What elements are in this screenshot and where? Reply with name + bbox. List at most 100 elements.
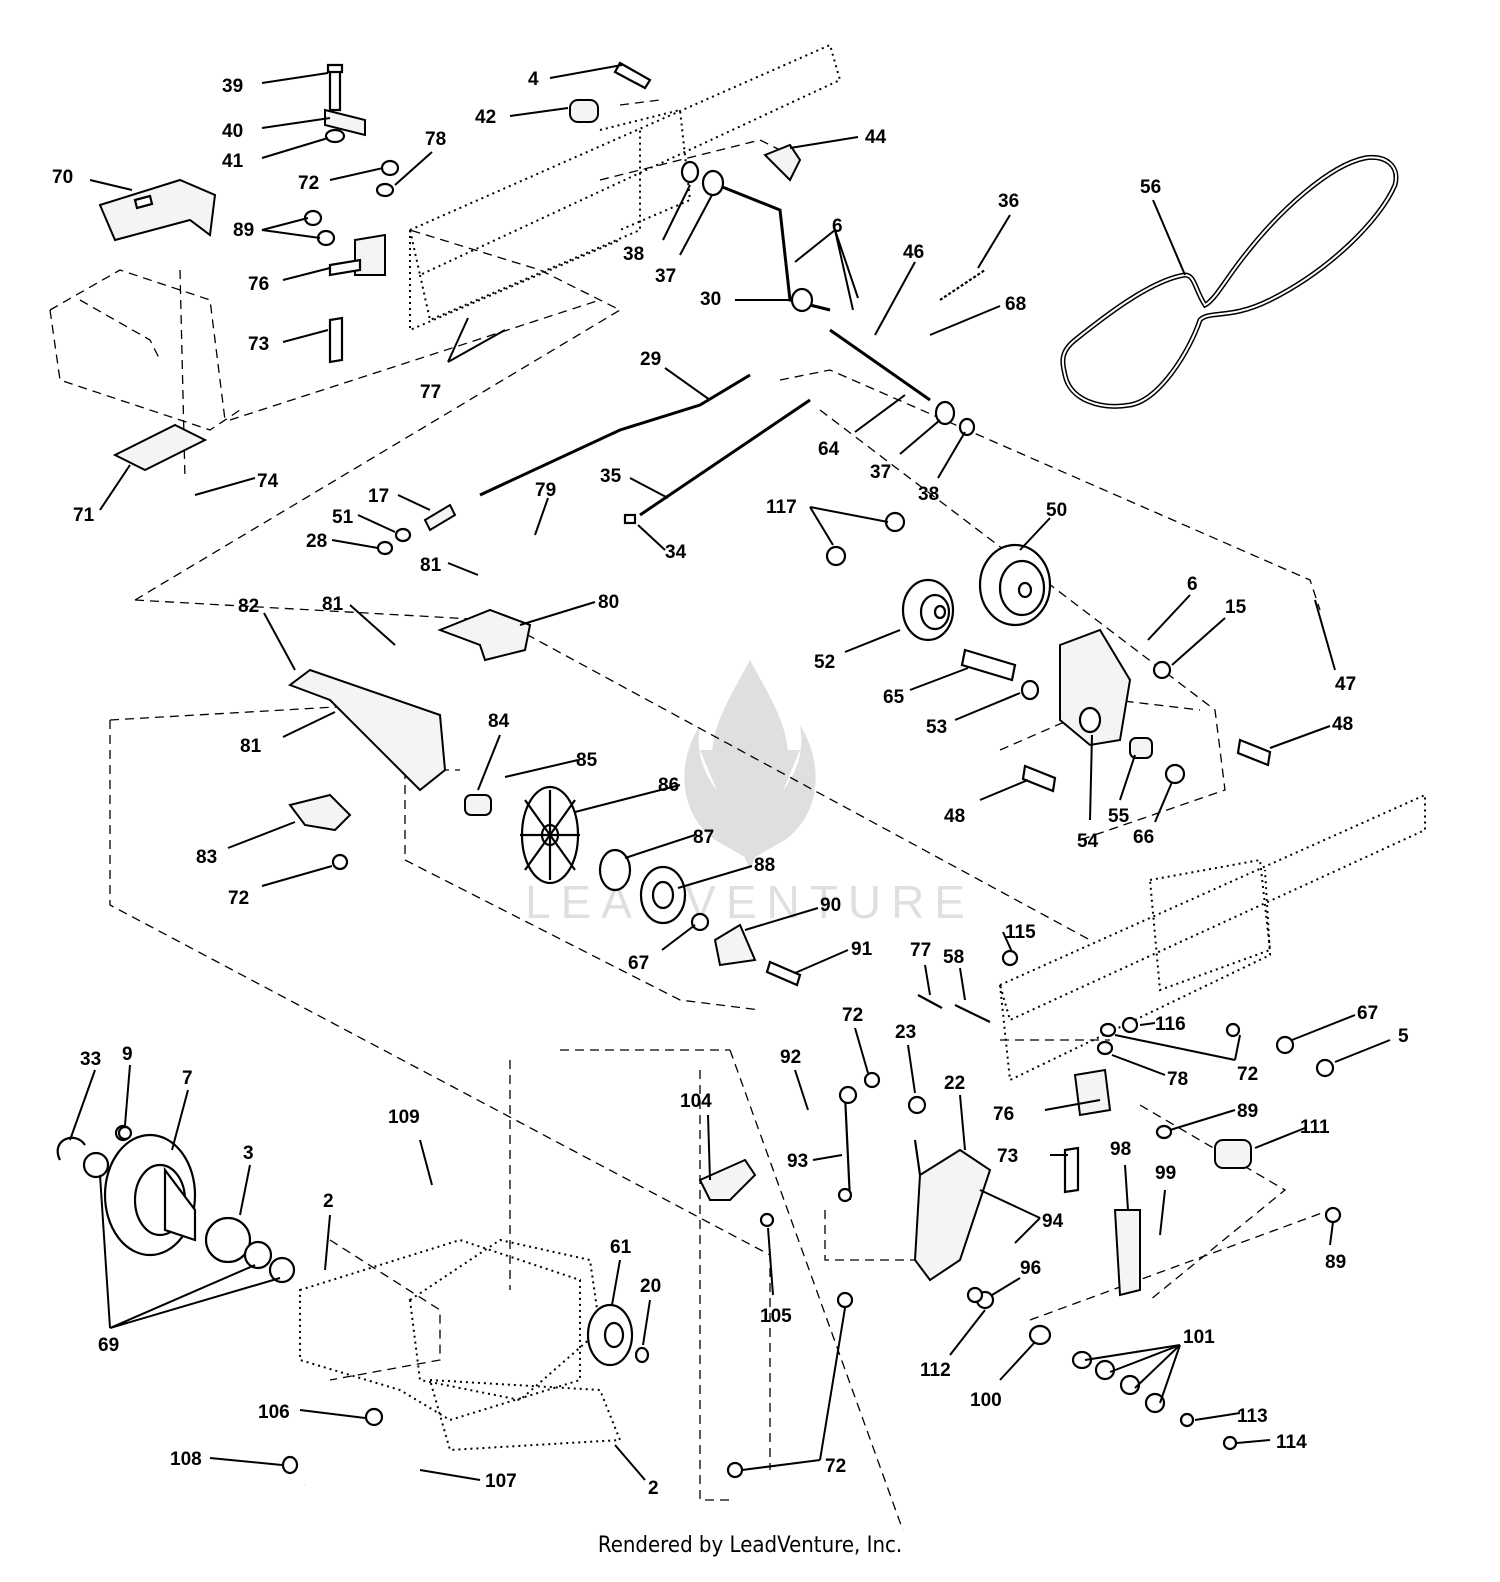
callout-90: 90	[820, 895, 841, 916]
callout-101: 101	[1183, 1327, 1215, 1348]
drive-belt	[1060, 154, 1399, 409]
callout-38-upper: 38	[623, 244, 644, 265]
bracket-98	[1113, 1209, 1141, 1297]
callout-73-lower: 73	[997, 1146, 1018, 1167]
clip-33	[56, 1136, 86, 1161]
callout-78-upper: 78	[425, 129, 446, 150]
callout-77-lower: 77	[910, 940, 931, 961]
callout-109: 109	[388, 1107, 420, 1128]
link-93	[837, 1071, 881, 1203]
callout-4: 4	[528, 69, 539, 90]
callout-46: 46	[903, 242, 924, 263]
callout-52: 52	[814, 652, 835, 673]
callout-37-lower: 37	[870, 462, 891, 483]
callout-23: 23	[895, 1022, 916, 1043]
callout-86: 86	[658, 775, 679, 796]
transaxle	[299, 1238, 650, 1452]
callout-68: 68	[1005, 294, 1026, 315]
callout-labels: 39 40 41 4 42 44 70 72 78 89 76 73 77 38…	[52, 69, 1409, 1499]
callout-88: 88	[754, 855, 775, 876]
callout-35: 35	[600, 466, 622, 487]
callout-9: 9	[122, 1044, 133, 1065]
callout-73-upper: 73	[248, 334, 269, 355]
callout-50: 50	[1046, 500, 1067, 521]
bracket-80	[437, 608, 532, 662]
callout-20: 20	[640, 1276, 661, 1297]
callout-116: 116	[1155, 1014, 1186, 1035]
callout-96: 96	[1020, 1258, 1041, 1279]
callout-38-lower: 38	[918, 484, 939, 505]
callout-66: 66	[1133, 827, 1154, 848]
callout-113: 113	[1237, 1406, 1268, 1427]
callout-72-bottom: 72	[825, 1456, 846, 1477]
exploded-view-drawing: 39 40 41 4 42 44 70 72 78 89 76 73 77 38…	[49, 43, 1426, 1530]
hub-7	[103, 1124, 197, 1257]
callout-3: 3	[243, 1143, 254, 1164]
callout-48-a: 48	[1332, 714, 1353, 735]
pulley-87-88	[598, 848, 710, 932]
callout-70: 70	[52, 167, 73, 188]
bolt-4	[613, 61, 652, 90]
callout-41: 41	[222, 151, 244, 172]
callout-2-upper: 2	[323, 1191, 334, 1212]
callout-55: 55	[1108, 806, 1130, 827]
callout-92: 92	[780, 1047, 801, 1068]
bracket-104	[698, 1158, 757, 1201]
callout-89-right: 89	[1237, 1101, 1258, 1122]
callout-115: 115	[1005, 922, 1036, 943]
seat-pan-outline	[49, 269, 241, 431]
callout-107: 107	[485, 1471, 517, 1492]
callout-17: 17	[368, 486, 389, 507]
spacer-84	[464, 794, 492, 816]
callout-53: 53	[926, 717, 947, 738]
callout-89-lower: 89	[1325, 1252, 1346, 1273]
bracket-83	[288, 793, 352, 832]
callout-78-lower: 78	[1167, 1069, 1188, 1090]
callout-29: 29	[640, 349, 661, 370]
plate-71	[112, 423, 208, 472]
callout-7: 7	[182, 1068, 193, 1089]
callout-77-upper: 77	[420, 382, 441, 403]
frame-rail-lower	[998, 793, 1426, 1082]
callout-69: 69	[98, 1335, 119, 1356]
callout-85: 85	[576, 750, 598, 771]
callout-98: 98	[1110, 1139, 1131, 1160]
callout-114: 114	[1276, 1432, 1307, 1453]
callout-99: 99	[1155, 1163, 1176, 1184]
bolt-65	[960, 648, 1040, 701]
callout-44: 44	[865, 127, 887, 148]
callout-87: 87	[693, 827, 714, 848]
callout-89-upper: 89	[233, 220, 254, 241]
callout-72-mid: 72	[228, 888, 249, 909]
callout-34: 34	[665, 542, 687, 563]
callout-6-lower: 6	[1187, 574, 1198, 595]
shift-lever-rod	[680, 160, 976, 437]
callout-100: 100	[970, 1390, 1002, 1411]
callout-74: 74	[257, 471, 279, 492]
pulley-50	[978, 543, 1052, 627]
frame-rail-upper	[408, 43, 842, 332]
callout-61: 61	[610, 1237, 632, 1258]
spacer-55	[1129, 737, 1186, 785]
callout-33: 33	[80, 1049, 101, 1070]
callout-72-center: 72	[842, 1005, 863, 1026]
callout-82: 82	[238, 596, 259, 617]
callout-2-lower: 2	[648, 1478, 659, 1499]
fender-bracket-70	[98, 178, 217, 242]
pedal-22	[907, 1095, 992, 1282]
callout-56: 56	[1140, 177, 1161, 198]
callout-79: 79	[535, 480, 556, 501]
callout-65: 65	[883, 687, 905, 708]
assembly-outlines	[109, 99, 1331, 1530]
callout-93: 93	[787, 1151, 808, 1172]
callout-64: 64	[818, 439, 840, 460]
rod-35	[623, 398, 811, 525]
pulley-52	[901, 578, 955, 642]
washers-101	[1028, 1324, 1238, 1451]
callout-117: 117	[766, 497, 797, 518]
bracket-82	[287, 668, 447, 792]
guard-90	[713, 923, 802, 987]
callout-76-upper: 76	[248, 274, 269, 295]
callout-40: 40	[222, 121, 243, 142]
